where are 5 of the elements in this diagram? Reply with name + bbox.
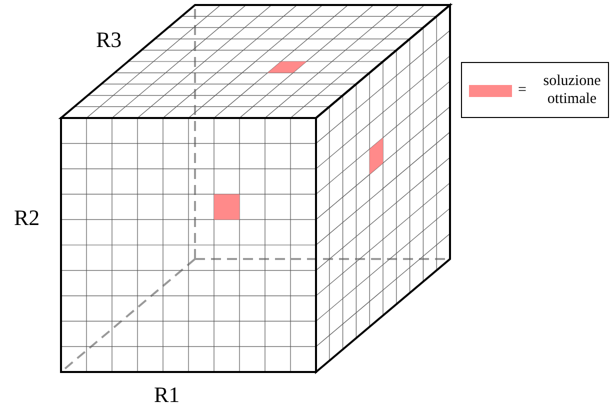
- legend-text: soluzione ottimale: [542, 72, 602, 108]
- equals-sign: =: [518, 81, 526, 99]
- axis-label: R1: [154, 383, 180, 407]
- axis-label: R3: [96, 28, 122, 52]
- axis-label: R2: [14, 206, 40, 230]
